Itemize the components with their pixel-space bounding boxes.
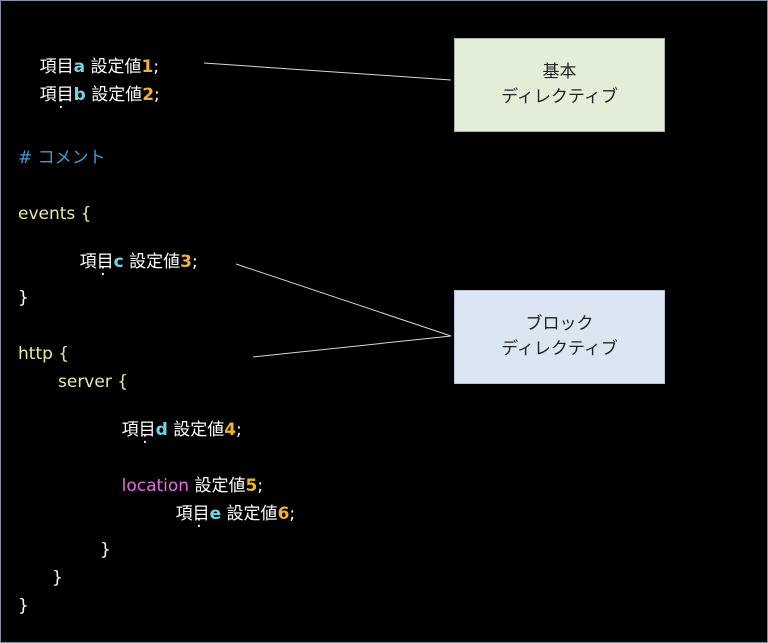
- http-block-open: http {: [18, 344, 70, 364]
- item-key: d: [155, 420, 168, 440]
- location-line: location 設定値5;: [100, 456, 263, 496]
- connector-basic: [203, 62, 452, 81]
- basic-label-line1: 基本: [542, 62, 577, 82]
- semicolon: ;: [191, 252, 198, 272]
- comment-line: # コメント: [18, 148, 106, 168]
- connector-block-events: [235, 263, 452, 337]
- semicolon: ;: [289, 504, 296, 524]
- server-block-close: }: [52, 568, 63, 588]
- value-label: 設定値: [85, 57, 142, 77]
- block-label-line2: ディレクティブ: [501, 339, 618, 359]
- value-label: 設定値: [123, 252, 181, 272]
- ellipsis: :: [196, 512, 202, 532]
- http-block-close: }: [18, 596, 29, 616]
- value-label: 設定値: [85, 85, 143, 105]
- block-directive-label: ブロック ディレクティブ: [454, 290, 665, 384]
- item-prefix: 項目: [39, 85, 74, 105]
- code-line-e: 項目e 設定値6;: [154, 484, 296, 524]
- semicolon: ;: [257, 476, 264, 496]
- value-number: 2: [142, 85, 155, 105]
- code-line-c: 項目c 設定値3;: [58, 232, 198, 272]
- events-block-close: }: [18, 288, 29, 308]
- code-line-b: 項目b 設定値2;: [18, 65, 160, 105]
- item-prefix: 項目: [79, 252, 114, 272]
- item-key: e: [209, 504, 222, 524]
- value-number: 1: [141, 57, 154, 77]
- value-label: 設定値: [167, 420, 225, 440]
- events-block-open: events {: [18, 204, 92, 224]
- value-label: 設定値: [221, 504, 278, 524]
- basic-directive-label: 基本 ディレクティブ: [454, 38, 665, 132]
- ellipsis: :: [58, 93, 64, 113]
- block-label-line1: ブロック: [525, 314, 594, 334]
- semicolon: ;: [153, 57, 160, 77]
- location-block-close: }: [100, 540, 111, 560]
- value-label: 設定値: [189, 476, 246, 496]
- value-number: 4: [224, 420, 237, 440]
- semicolon: ;: [236, 420, 242, 440]
- server-block-open: server {: [58, 372, 129, 392]
- connector-block-http: [252, 335, 452, 358]
- ellipsis: :: [100, 260, 106, 280]
- basic-label-line2: ディレクティブ: [501, 87, 618, 107]
- value-number: 3: [180, 252, 192, 272]
- semicolon: ;: [154, 85, 160, 105]
- item-key: c: [113, 252, 124, 272]
- code-line-d: 項目d 設定値4;: [100, 400, 242, 440]
- code-line-a: 項目a 設定値1;: [18, 37, 159, 77]
- item-prefix: 項目: [121, 420, 156, 440]
- item-key: b: [73, 85, 86, 105]
- ellipsis: :: [142, 428, 148, 448]
- item-prefix: 項目: [39, 57, 74, 77]
- value-number: 5: [245, 476, 258, 496]
- value-number: 6: [277, 504, 290, 524]
- item-key: a: [73, 57, 86, 77]
- item-prefix: 項目: [175, 504, 210, 524]
- location-keyword: location: [121, 476, 190, 496]
